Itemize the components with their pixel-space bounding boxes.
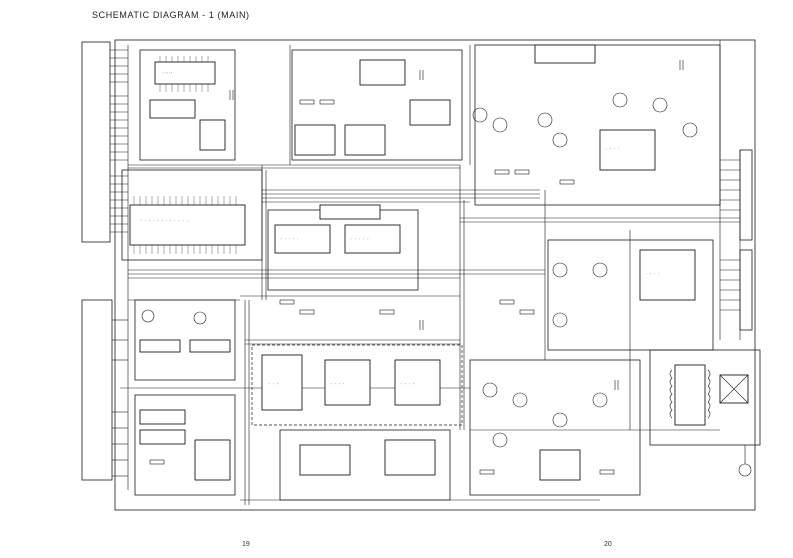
transistor-q7 (682, 122, 698, 138)
right-connector-pins (720, 159, 740, 311)
diagram-title: SCHEMATIC DIAGRAM - 1 (MAIN) (92, 10, 250, 20)
lower-left-ic-3 (194, 439, 231, 481)
preamp-ic-c (359, 59, 406, 86)
center-ic-right (344, 224, 401, 254)
preamp-ic-d (409, 99, 451, 126)
transistor-q12 (193, 311, 207, 325)
transformer-windings (669, 369, 711, 419)
transistor-q13 (482, 382, 498, 398)
tuner-ic-pins (159, 56, 209, 92)
power-amp-ic-top (534, 44, 596, 64)
transistor-q9 (592, 262, 608, 278)
transformer-frame (649, 349, 761, 446)
transformer-core (674, 364, 706, 426)
transistor-q2 (492, 117, 508, 133)
left-connector-block-top (81, 41, 111, 243)
bottom-center-frame (279, 429, 451, 501)
bottom-right-amp-frame (469, 359, 641, 496)
ac-inlet-symbol (738, 463, 752, 477)
tuner-block-frame (139, 49, 236, 161)
preamp-ic-a (294, 124, 336, 156)
lower-left-frame (134, 394, 236, 496)
svg-text:· · ·: · · · (268, 382, 279, 386)
svg-text:· · · ·: · · · · (330, 382, 345, 386)
svg-text:· · · ·: · · · · (605, 147, 620, 151)
left-connector-block-bottom (81, 299, 113, 481)
lower-left-ic (139, 409, 186, 425)
page-number-left: 19 (242, 541, 250, 548)
svg-text:·····: ····· (162, 71, 173, 75)
power-amp-block-frame (474, 44, 721, 206)
transistor-q14 (512, 392, 528, 408)
tuner-ic (154, 61, 216, 85)
page-number-right: 20 (604, 541, 612, 548)
capacitor-array (229, 60, 684, 390)
left-mid-ic-2 (189, 339, 231, 353)
svg-text:· · · ·: · · · · (400, 382, 415, 386)
right-connector-block-mid (739, 249, 753, 331)
supply-block-frame (547, 239, 714, 351)
transistor-q17 (592, 392, 608, 408)
resistor-array (149, 99, 615, 475)
svg-text:· · · · ·: · · · · · (350, 237, 369, 241)
transistor-q5 (612, 92, 628, 108)
transistor-q6 (652, 97, 668, 113)
transistor-q11 (141, 309, 155, 323)
left-connector-pins (110, 49, 128, 477)
main-board-outline (114, 39, 756, 511)
transistor-q15 (492, 432, 508, 448)
lower-ic-3 (394, 359, 441, 406)
left-mid-ic (139, 339, 181, 353)
center-ic-left (274, 224, 331, 254)
svg-text:· · · ·: · · · · (645, 272, 660, 276)
bottom-right-ic (539, 449, 581, 481)
transistor-q4 (552, 132, 568, 148)
transistor-q16 (552, 412, 568, 428)
transistor-q10 (552, 312, 568, 328)
lower-logic-frame (251, 344, 463, 426)
tuner-coil (199, 119, 226, 151)
lower-ic-1 (261, 354, 303, 411)
signal-bus-horizontal (120, 164, 740, 501)
microcontroller-ic (129, 204, 246, 246)
supply-regulator-ic (639, 249, 696, 301)
svg-text:· · · · ·: · · · · · (280, 237, 299, 241)
svg-text:· · · · · · · · · · · ·: · · · · · · · · · · · · (140, 219, 188, 223)
bottom-center-ic-2 (384, 439, 436, 476)
lower-left-ic-2 (139, 429, 186, 445)
transistor-q1 (472, 107, 488, 123)
tuner-sub-ic (149, 99, 196, 119)
preamp-block-frame (291, 49, 463, 161)
micro-ic-pins (133, 196, 237, 254)
left-mid-frame (134, 299, 236, 381)
transistor-q8 (552, 262, 568, 278)
component-reference-texture: ····· · · · · · · · · · · · · · · · · · … (140, 71, 660, 386)
power-amp-ic (599, 129, 656, 171)
transistor-q3 (537, 112, 553, 128)
lower-ic-2 (324, 359, 371, 406)
center-ic-top (319, 204, 381, 220)
preamp-ic-b (344, 124, 386, 156)
bottom-center-ic (299, 444, 351, 476)
right-connector-block-top (739, 149, 753, 241)
